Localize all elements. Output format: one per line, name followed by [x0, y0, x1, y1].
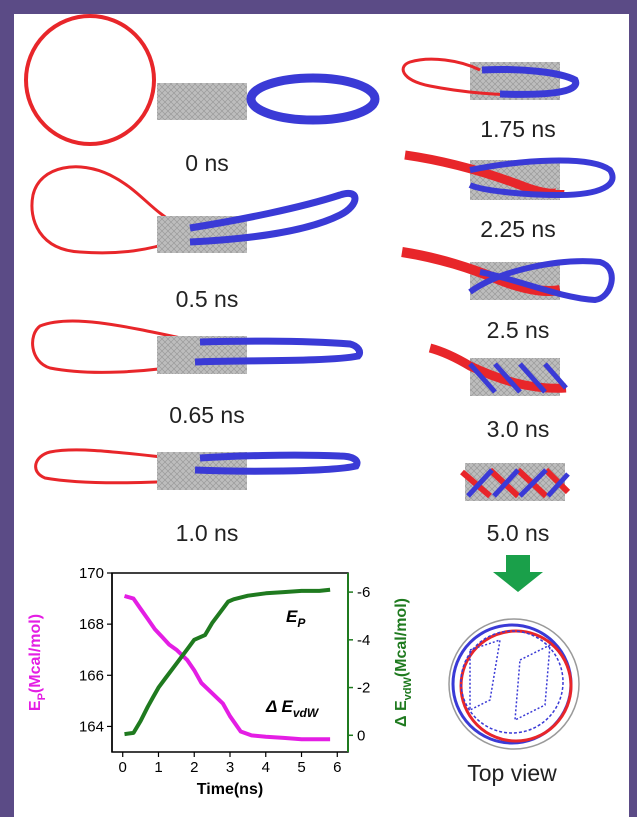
blue-ring	[194, 451, 361, 475]
snapshot-0.65ns	[31, 319, 364, 374]
right-tick-label: -4	[357, 632, 370, 649]
series-line-0	[123, 594, 331, 742]
x-tick-label: 1	[154, 759, 162, 776]
snapshot-0.5ns	[30, 165, 359, 255]
down-arrow-icon	[493, 555, 543, 592]
blue-ring	[468, 157, 616, 199]
snapshot-1.75ns	[401, 57, 580, 100]
time-label-1.0ns: 1.0 ns	[175, 520, 239, 546]
blue-ring	[194, 337, 364, 366]
snapshot-1.0ns	[34, 448, 361, 490]
x-tick-label: 6	[333, 759, 341, 776]
right-tick-label: -2	[357, 680, 370, 697]
series-line-1	[124, 587, 331, 737]
snapshot-0ns	[24, 14, 380, 146]
time-label-0.65ns: 0.65 ns	[169, 402, 245, 428]
time-label-5.0ns: 5.0 ns	[486, 520, 550, 546]
left-tick-label: 164	[79, 718, 104, 735]
energy-chart: 0 1 2 3 4 5 6 164 166 168 170 0 -2 -4 -6EP Δ EvdW Time(n…	[27, 565, 414, 798]
blue-ring	[246, 73, 380, 125]
blue-ring	[481, 66, 580, 98]
time-label-0ns: 0 ns	[185, 150, 229, 176]
time-label-2.25ns: 2.25 ns	[480, 216, 556, 242]
red-ring	[401, 57, 541, 97]
time-label-0.5ns: 0.5 ns	[175, 286, 239, 312]
snapshot-2.25ns	[404, 150, 616, 200]
series-label-evdw: Δ EvdW	[265, 697, 320, 720]
blue-coil	[468, 362, 568, 394]
left-tick-label: 166	[79, 667, 104, 684]
snapshot-2.5ns	[401, 247, 615, 304]
x-axis-label: Time(ns)	[197, 781, 263, 798]
left-tick-label: 170	[79, 565, 104, 582]
blue-ring	[189, 189, 359, 246]
blue-coil	[466, 468, 570, 498]
time-label-2.5ns: 2.5 ns	[486, 317, 550, 343]
red-ring	[30, 165, 180, 255]
right-tick-label: -6	[357, 584, 370, 601]
left-axis-label: EP(Mcal/mol)	[27, 614, 48, 711]
series-label-ep: EP	[286, 607, 306, 630]
right-axis-label: Δ EvdW(Mcal/mol)	[393, 598, 414, 727]
time-label-1.75ns: 1.75 ns	[480, 116, 556, 142]
snapshot-3.0ns	[428, 343, 568, 396]
left-tick-label: 168	[79, 616, 104, 633]
snapshot-5.0ns	[460, 463, 571, 501]
top-view-diagram	[448, 618, 580, 750]
x-tick-label: 5	[297, 759, 305, 776]
nanotube	[157, 83, 247, 120]
red-ring	[34, 448, 206, 485]
x-tick-label: 3	[226, 759, 234, 776]
x-tick-label: 2	[190, 759, 198, 776]
x-tick-label: 0	[119, 759, 127, 776]
blue-ring	[468, 258, 615, 304]
red-ring	[31, 319, 191, 374]
right-tick-label: 0	[357, 727, 365, 744]
time-label-3.0ns: 3.0 ns	[486, 416, 550, 442]
x-tick-label: 4	[262, 759, 270, 776]
red-ring	[24, 14, 156, 146]
top-view-label: Top view	[467, 760, 557, 786]
